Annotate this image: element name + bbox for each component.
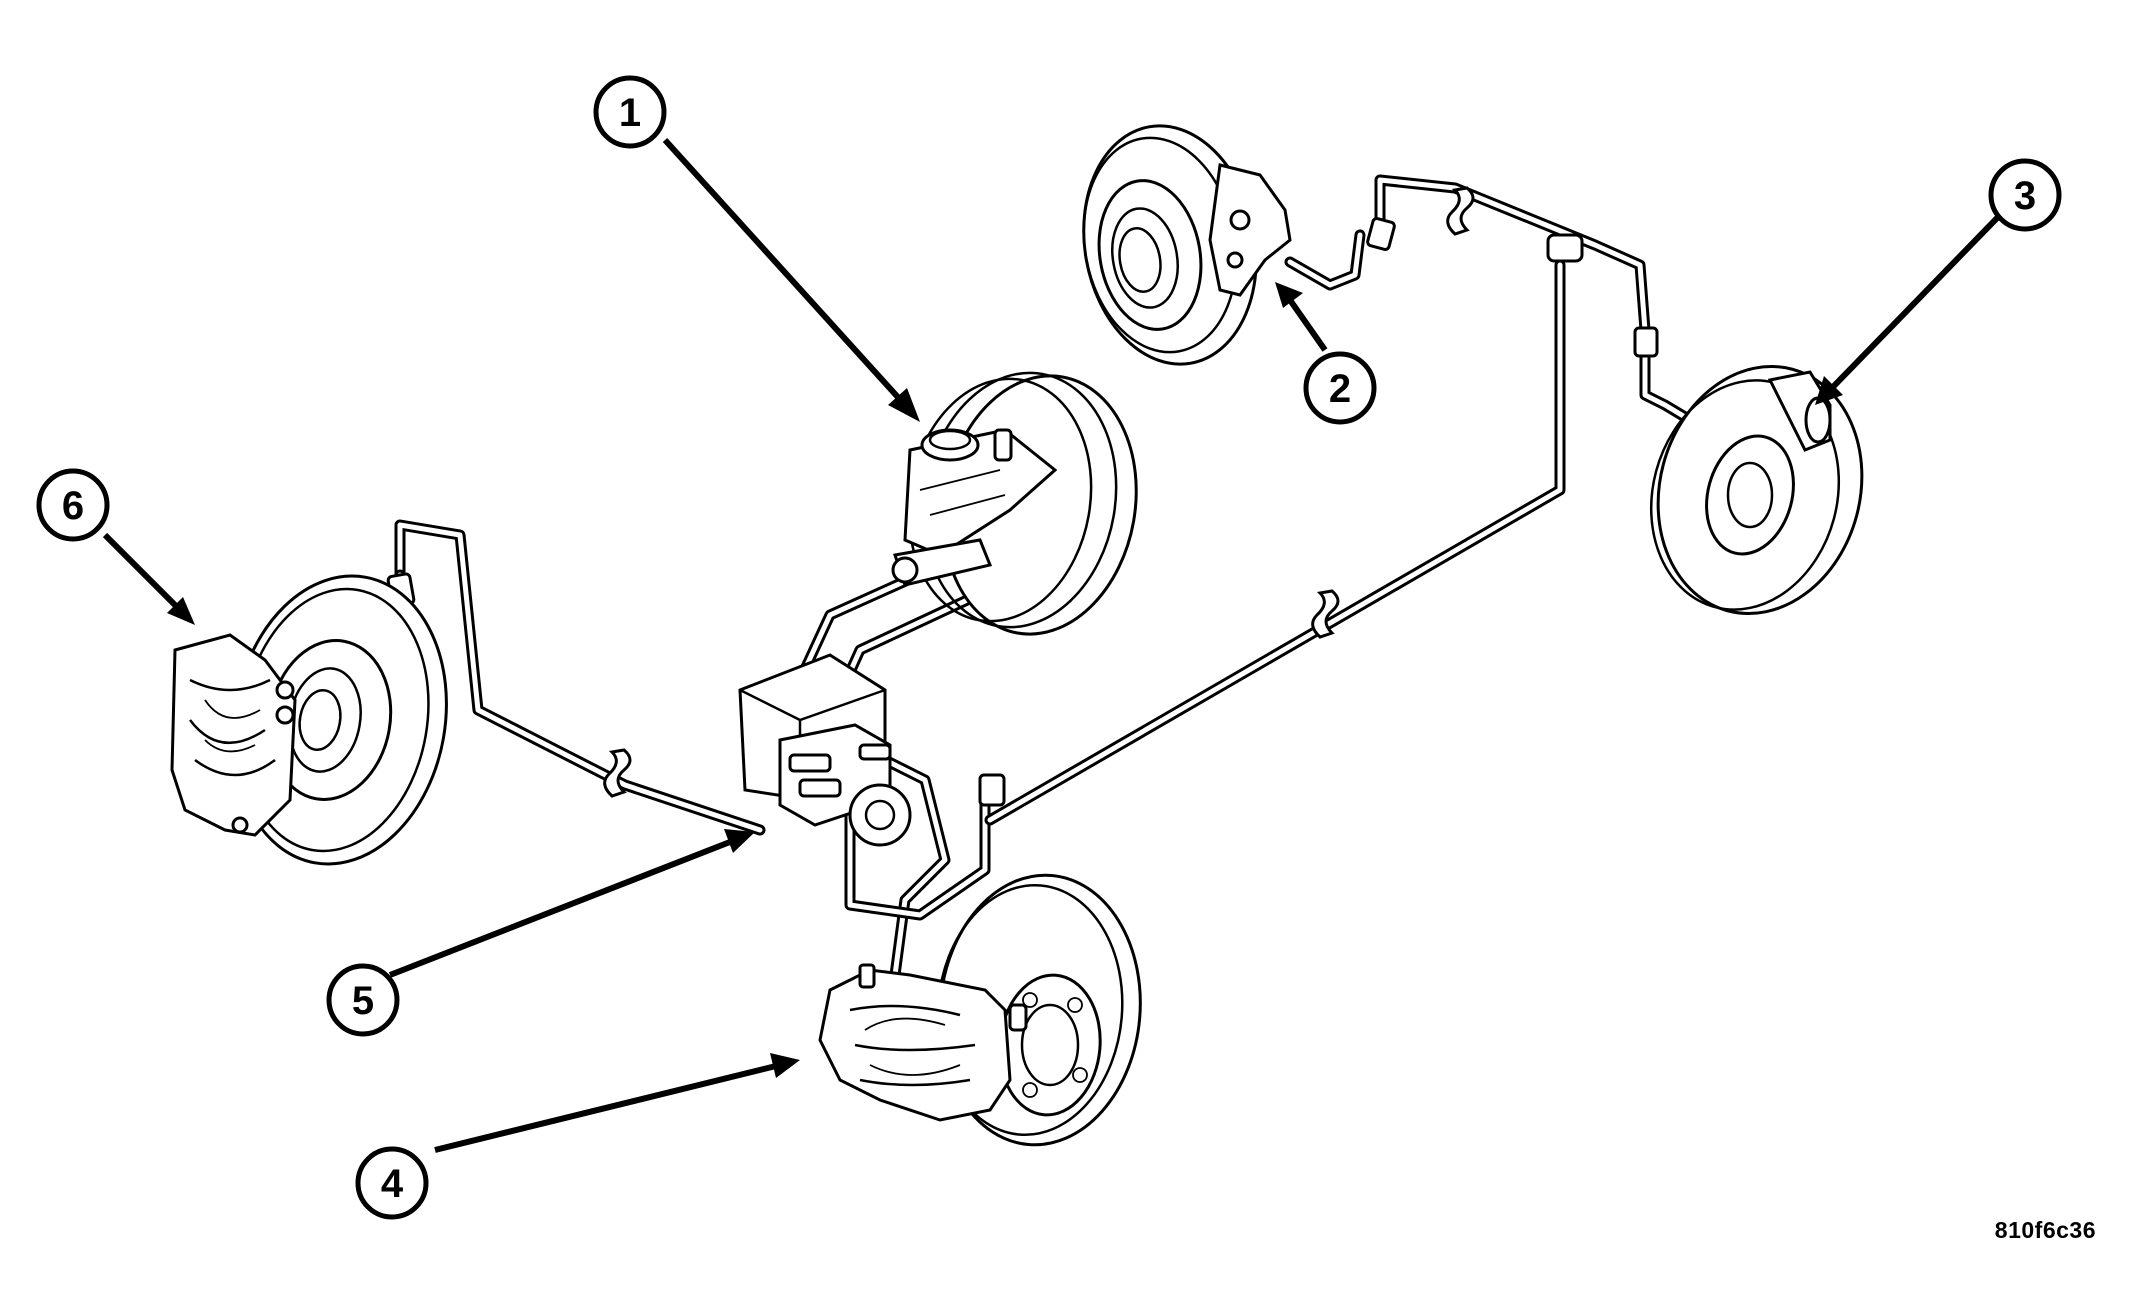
- callout-1-label: 1: [619, 91, 641, 135]
- callout-5-label: 5: [352, 979, 374, 1023]
- leader-arrows: [102, 137, 2003, 1153]
- callout-4: 4: [355, 1146, 429, 1220]
- left-rear-brake-assembly: [1082, 124, 1292, 366]
- left-caliper: [170, 633, 297, 837]
- abs-module: [738, 653, 912, 847]
- right-front-brake-assembly: [818, 873, 1142, 1147]
- callout-5: 5: [326, 963, 400, 1037]
- figure-code: 810f6c36: [1994, 1217, 2096, 1243]
- callout-6: 6: [36, 468, 110, 542]
- master-cylinder-assembly: [891, 371, 1138, 636]
- left-front-brake-assembly: [170, 574, 448, 866]
- callout-1: 1: [593, 75, 667, 149]
- right-rear-brake-assembly: [1649, 365, 1864, 615]
- callout-3: 3: [1988, 158, 2062, 232]
- callout-4-label: 4: [381, 1162, 404, 1206]
- line-break-marks: [603, 186, 1475, 798]
- callout-2: 2: [1303, 351, 1377, 425]
- right-caliper: [818, 963, 1028, 1122]
- callout-2-label: 2: [1329, 367, 1351, 411]
- callout-6-label: 6: [62, 484, 84, 528]
- callout-3-label: 3: [2014, 174, 2036, 218]
